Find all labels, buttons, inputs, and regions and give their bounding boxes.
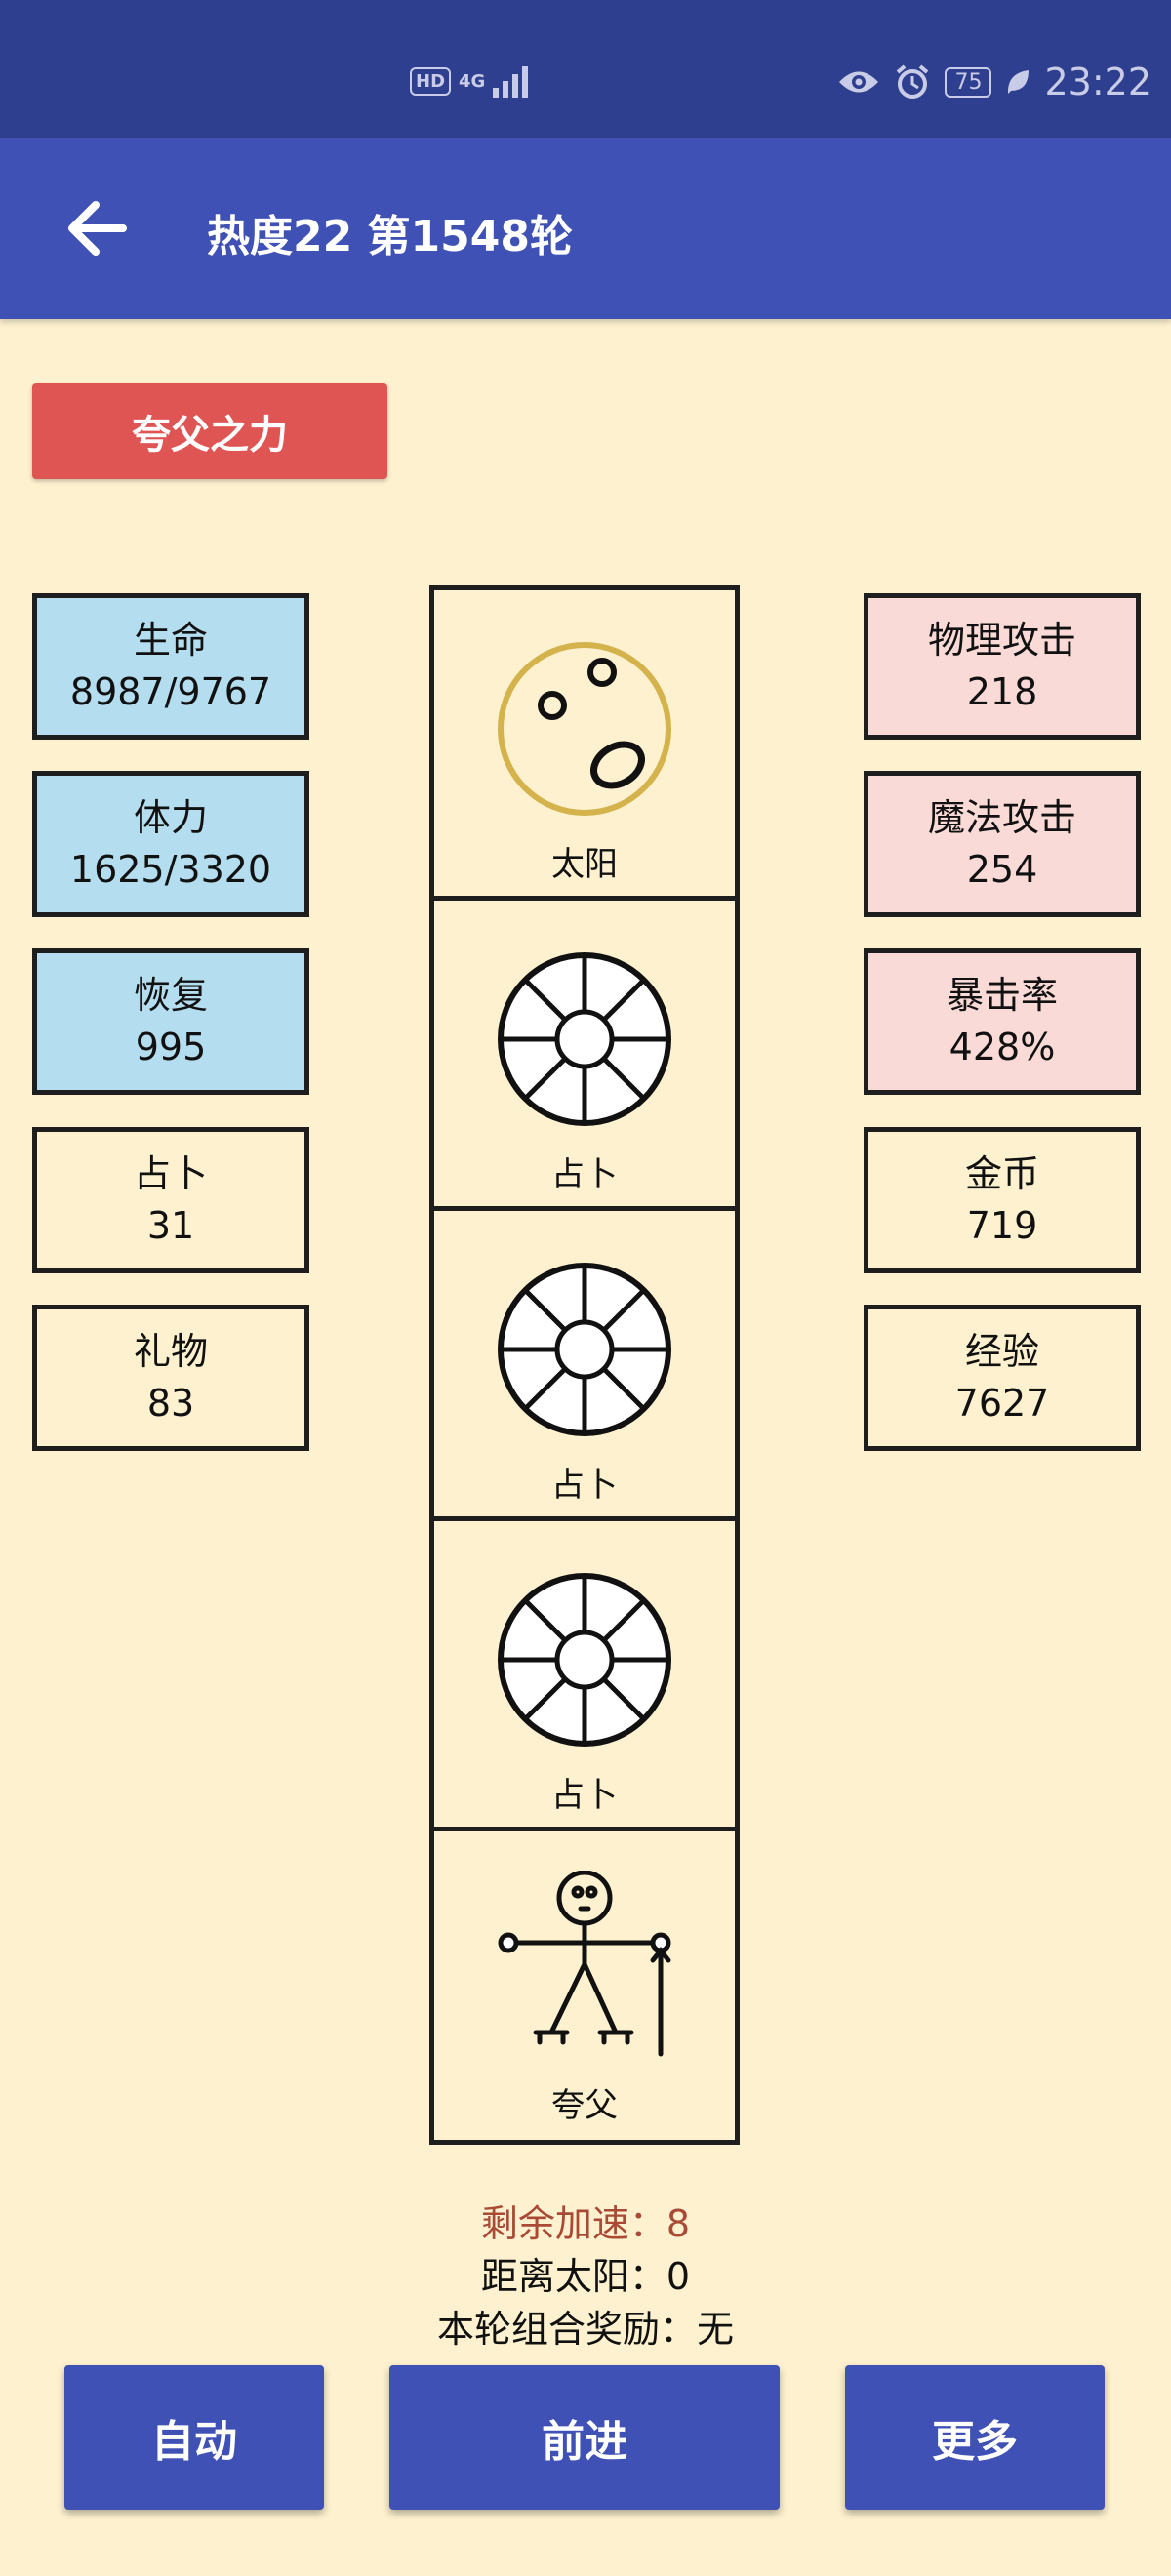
app-bar: 热度22 第1548轮 bbox=[0, 138, 1171, 319]
stat-label: 物理攻击 bbox=[927, 619, 1076, 662]
track-cell-kuafu: 夸父 bbox=[429, 1827, 740, 2145]
kuafu-power-button[interactable]: 夸父之力 bbox=[32, 383, 387, 479]
divination-wheel-icon bbox=[498, 1573, 671, 1747]
stat-value: 254 bbox=[966, 848, 1038, 891]
stat-hp: 生命 8987/9767 bbox=[32, 593, 309, 740]
stat-value: 7627 bbox=[954, 1382, 1050, 1425]
track-label: 夸父 bbox=[551, 2086, 618, 2125]
forward-button[interactable]: 前进 bbox=[389, 2365, 780, 2510]
track-column: 太阳 占卜 占卜 bbox=[429, 585, 740, 2152]
stat-label: 经验 bbox=[964, 1330, 1039, 1373]
more-button[interactable]: 更多 bbox=[845, 2365, 1105, 2510]
status-bar: HD 4G 75 23:22 bbox=[0, 0, 1171, 138]
stat-stamina: 体力 1625/3320 bbox=[32, 771, 309, 917]
distance-to-sun: 距离太阳：0 bbox=[480, 2255, 691, 2298]
stat-value: 83 bbox=[146, 1382, 195, 1425]
stat-label: 魔法攻击 bbox=[927, 796, 1076, 839]
stat-label: 恢复 bbox=[133, 974, 208, 1017]
stat-label: 生命 bbox=[133, 619, 208, 662]
stat-physical-attack: 物理攻击 218 bbox=[864, 593, 1141, 740]
combo-reward: 本轮组合奖励：无 bbox=[436, 2308, 734, 2351]
track-label: 占卜 bbox=[551, 1776, 618, 1815]
sun-icon bbox=[498, 642, 671, 816]
auto-button[interactable]: 自动 bbox=[64, 2365, 324, 2510]
stat-label: 体力 bbox=[133, 796, 208, 839]
stat-value: 8987/9767 bbox=[69, 670, 272, 713]
stat-divination: 占卜 31 bbox=[32, 1127, 309, 1273]
stat-value: 719 bbox=[966, 1204, 1038, 1247]
track-label: 占卜 bbox=[551, 1466, 618, 1505]
stat-gifts: 礼物 83 bbox=[32, 1305, 309, 1451]
arrow-left-icon[interactable] bbox=[62, 194, 131, 262]
stat-value: 995 bbox=[135, 1026, 207, 1068]
divination-wheel-icon bbox=[498, 1263, 671, 1436]
speedup-remaining: 剩余加速：8 bbox=[480, 2202, 691, 2245]
stat-value: 1625/3320 bbox=[69, 848, 272, 891]
eye-icon bbox=[839, 71, 879, 93]
alarm-icon bbox=[897, 64, 929, 99]
stat-recovery: 恢复 995 bbox=[32, 948, 309, 1095]
stat-gold: 金币 719 bbox=[864, 1127, 1141, 1273]
track-label: 太阳 bbox=[551, 845, 618, 884]
stat-value: 428% bbox=[949, 1026, 1056, 1068]
stat-label: 礼物 bbox=[133, 1330, 208, 1373]
divination-wheel-icon bbox=[498, 952, 671, 1126]
signal-icon bbox=[493, 64, 529, 98]
stat-value: 31 bbox=[146, 1204, 195, 1247]
network-indicators: HD 4G bbox=[410, 64, 529, 98]
status-icons: 75 23:22 bbox=[837, 60, 1151, 103]
track-label: 占卜 bbox=[551, 1155, 618, 1194]
stat-crit-rate: 暴击率 428% bbox=[864, 948, 1141, 1095]
kuafu-stick-figure-icon bbox=[498, 1871, 671, 2057]
track-cell-sun: 太阳 bbox=[429, 585, 740, 904]
stat-value: 218 bbox=[966, 670, 1038, 713]
stat-label: 占卜 bbox=[133, 1152, 208, 1195]
stat-magic-attack: 魔法攻击 254 bbox=[864, 771, 1141, 917]
track-cell-divination: 占卜 bbox=[429, 896, 740, 1214]
network-type: 4G bbox=[459, 70, 486, 92]
stat-label: 金币 bbox=[964, 1152, 1039, 1195]
battery-icon: 75 bbox=[945, 66, 992, 98]
leaf-icon bbox=[1008, 70, 1030, 94]
stat-experience: 经验 7627 bbox=[864, 1305, 1141, 1451]
clock: 23:22 bbox=[1044, 60, 1151, 103]
page-title: 热度22 第1548轮 bbox=[207, 212, 574, 262]
track-cell-divination: 占卜 bbox=[429, 1516, 740, 1834]
track-cell-divination: 占卜 bbox=[429, 1206, 740, 1524]
hd-icon: HD bbox=[410, 66, 452, 96]
stat-label: 暴击率 bbox=[946, 974, 1058, 1017]
